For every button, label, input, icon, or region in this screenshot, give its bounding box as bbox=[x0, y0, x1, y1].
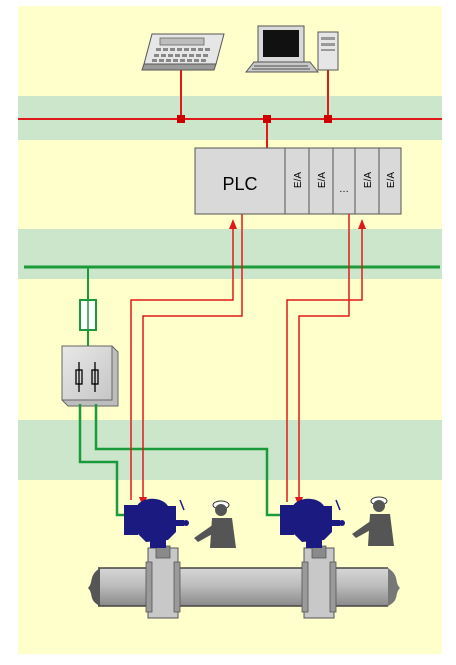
operator-terminal-icon bbox=[141, 33, 225, 71]
signal-wire-left-down bbox=[139, 214, 243, 507]
power-feed-right bbox=[94, 404, 284, 517]
actuator-left-icon bbox=[124, 498, 189, 548]
operator-right-icon bbox=[352, 496, 394, 546]
bus-node-pc bbox=[324, 115, 332, 123]
valve-body-left bbox=[145, 545, 181, 619]
signal-wire-right-up bbox=[286, 219, 366, 502]
io-module-ellipsis: … bbox=[339, 184, 349, 195]
io-module-label-4: E/A bbox=[386, 172, 397, 188]
bus-node-terminal bbox=[177, 115, 185, 123]
valve-body-right bbox=[301, 545, 337, 619]
plc-cpu-box bbox=[194, 147, 286, 215]
io-module-4 bbox=[378, 147, 402, 215]
band-2 bbox=[18, 229, 442, 279]
pipeline bbox=[88, 567, 400, 607]
bus-node-plc bbox=[263, 115, 271, 123]
signal-wire-right-down bbox=[295, 214, 350, 507]
actuator-right-icon bbox=[280, 498, 345, 548]
operator-left-icon bbox=[194, 500, 236, 548]
io-module-label-2: E/A bbox=[317, 172, 328, 188]
io-module-label-1: E/A bbox=[293, 172, 304, 188]
switch-box-icon bbox=[61, 345, 119, 407]
plc-label: PLC bbox=[222, 174, 257, 194]
io-module-gap bbox=[332, 147, 356, 215]
power-feed-left bbox=[78, 404, 130, 517]
pc-workstation-icon bbox=[244, 25, 339, 73]
plc-rack: PLC E/A E/A … E/A E/A bbox=[194, 147, 402, 215]
signal-wire-left-up bbox=[130, 219, 237, 500]
io-module-label-3: E/A bbox=[363, 172, 374, 188]
